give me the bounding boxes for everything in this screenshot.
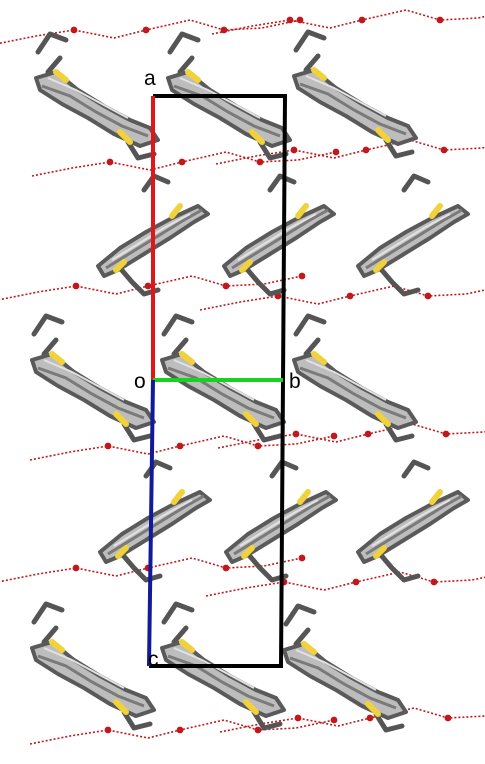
axis-c-label: c bbox=[148, 648, 159, 671]
axis-a-label: a bbox=[144, 67, 156, 90]
axis-b-label: b bbox=[289, 370, 301, 393]
origin-label: o bbox=[134, 370, 146, 393]
unit-cell bbox=[147, 94, 288, 668]
axis-c-line bbox=[147, 379, 155, 667]
